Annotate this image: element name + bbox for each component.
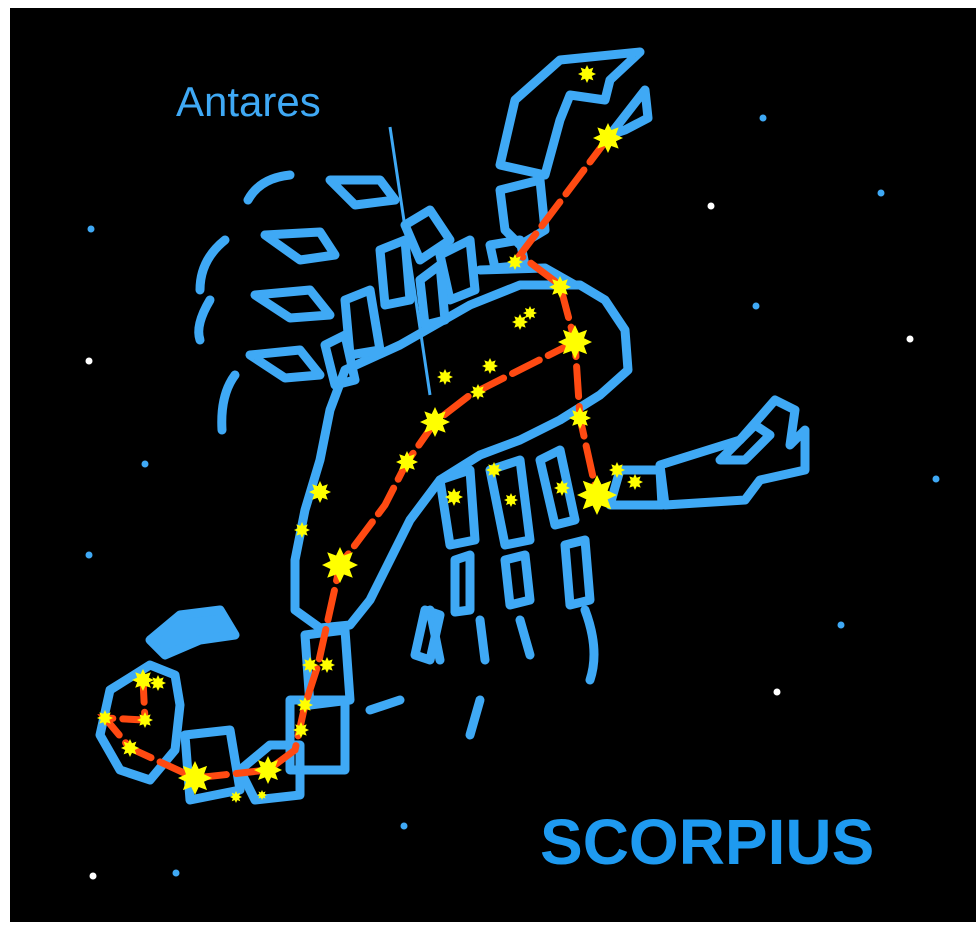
background-star-dot xyxy=(760,115,767,122)
constellation-star-icon xyxy=(302,657,318,673)
constellation-star-icon xyxy=(293,722,309,738)
constellation-star-icon xyxy=(507,254,523,270)
background-star-dot xyxy=(838,622,845,629)
lower-claw xyxy=(610,400,805,505)
constellation-star-icon xyxy=(396,451,418,473)
constellation-star-icon xyxy=(150,675,166,691)
constellation-star-icon xyxy=(420,407,450,437)
background-star-dot xyxy=(142,461,149,468)
constellation-star-icon xyxy=(97,710,113,726)
constellation-star-icon xyxy=(178,761,212,795)
constellation-star-icon xyxy=(482,358,498,374)
background-star-dot xyxy=(88,226,95,233)
constellation-star-icon xyxy=(121,739,139,757)
background-star-dot xyxy=(878,190,885,197)
constellation-star-icon xyxy=(137,712,153,728)
background-star-dot xyxy=(708,203,715,210)
background-star-dot xyxy=(90,873,97,880)
constellation-star-icon xyxy=(609,462,625,478)
constellation-star-icon xyxy=(309,481,331,503)
constellation-star-icon xyxy=(578,65,596,83)
constellation-star-icon xyxy=(504,493,518,507)
constellation-star-icon xyxy=(486,462,502,478)
background-star-dot xyxy=(173,870,180,877)
background-star-dot xyxy=(401,823,408,830)
constellation-star-icon xyxy=(554,480,570,496)
constellation-star-icon xyxy=(254,756,282,784)
scorpion-figure xyxy=(100,52,805,800)
constellation-star-icon xyxy=(437,369,453,385)
constellation-star-icon xyxy=(132,669,154,691)
constellation-star-icon xyxy=(230,791,242,803)
background-star-dot xyxy=(86,552,93,559)
upper-claw xyxy=(490,52,648,268)
constellation-star-icon xyxy=(297,697,313,713)
right-legs xyxy=(370,450,594,735)
constellation-star-icon xyxy=(257,790,267,800)
constellation-star-icon xyxy=(593,123,623,153)
background-star-dot xyxy=(774,689,781,696)
constellation-star-icon xyxy=(319,657,335,673)
constellation-star-icon xyxy=(627,474,643,490)
constellation-star-icon xyxy=(549,276,571,298)
background-star-dot xyxy=(86,358,93,365)
constellation-star-icon xyxy=(569,407,591,429)
background-star-dot xyxy=(907,336,914,343)
constellation-title: SCORPIUS xyxy=(540,806,874,878)
constellation-star-icon xyxy=(577,475,617,515)
constellation-star-icon xyxy=(322,547,358,583)
background-star-dot xyxy=(933,476,940,483)
constellation-star-icon xyxy=(558,325,592,359)
constellation-star-icon xyxy=(294,522,310,538)
constellation-star-icon xyxy=(512,314,528,330)
constellation-star-icon xyxy=(470,384,486,400)
antares-label: Antares xyxy=(176,78,321,125)
background-star-dot xyxy=(753,303,760,310)
constellation-star-icon xyxy=(523,306,537,320)
constellation-star-icon xyxy=(445,488,463,506)
